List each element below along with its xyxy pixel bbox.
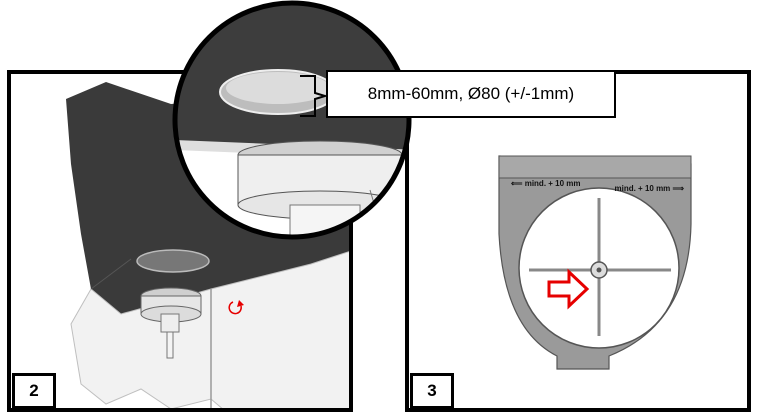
template-label-right: mind. + 10 mm ⟹ <box>614 184 685 193</box>
measurement-bracket <box>300 75 329 117</box>
drilling-template-illustration <box>498 155 692 370</box>
red-arrow-icon <box>547 268 590 310</box>
step-3-panel: ⟸ mind. + 10 mm mind. + 10 mm ⟹ <box>405 70 751 412</box>
left-arrow-icon: ⟸ <box>511 179 523 188</box>
measurement-callout: 8mm-60mm, Ø80 (+/-1mm) <box>326 70 616 118</box>
step-number-2: 2 <box>12 373 56 409</box>
device-shaft <box>166 331 174 359</box>
step-number-3: 3 <box>410 373 454 409</box>
rotate-icon <box>228 300 244 315</box>
wall <box>70 251 349 408</box>
template-label-left: ⟸ mind. + 10 mm <box>511 179 581 188</box>
ceiling-hole <box>136 249 210 273</box>
right-arrow-icon: ⟹ <box>672 184 684 193</box>
magnifier-ring <box>172 0 412 240</box>
